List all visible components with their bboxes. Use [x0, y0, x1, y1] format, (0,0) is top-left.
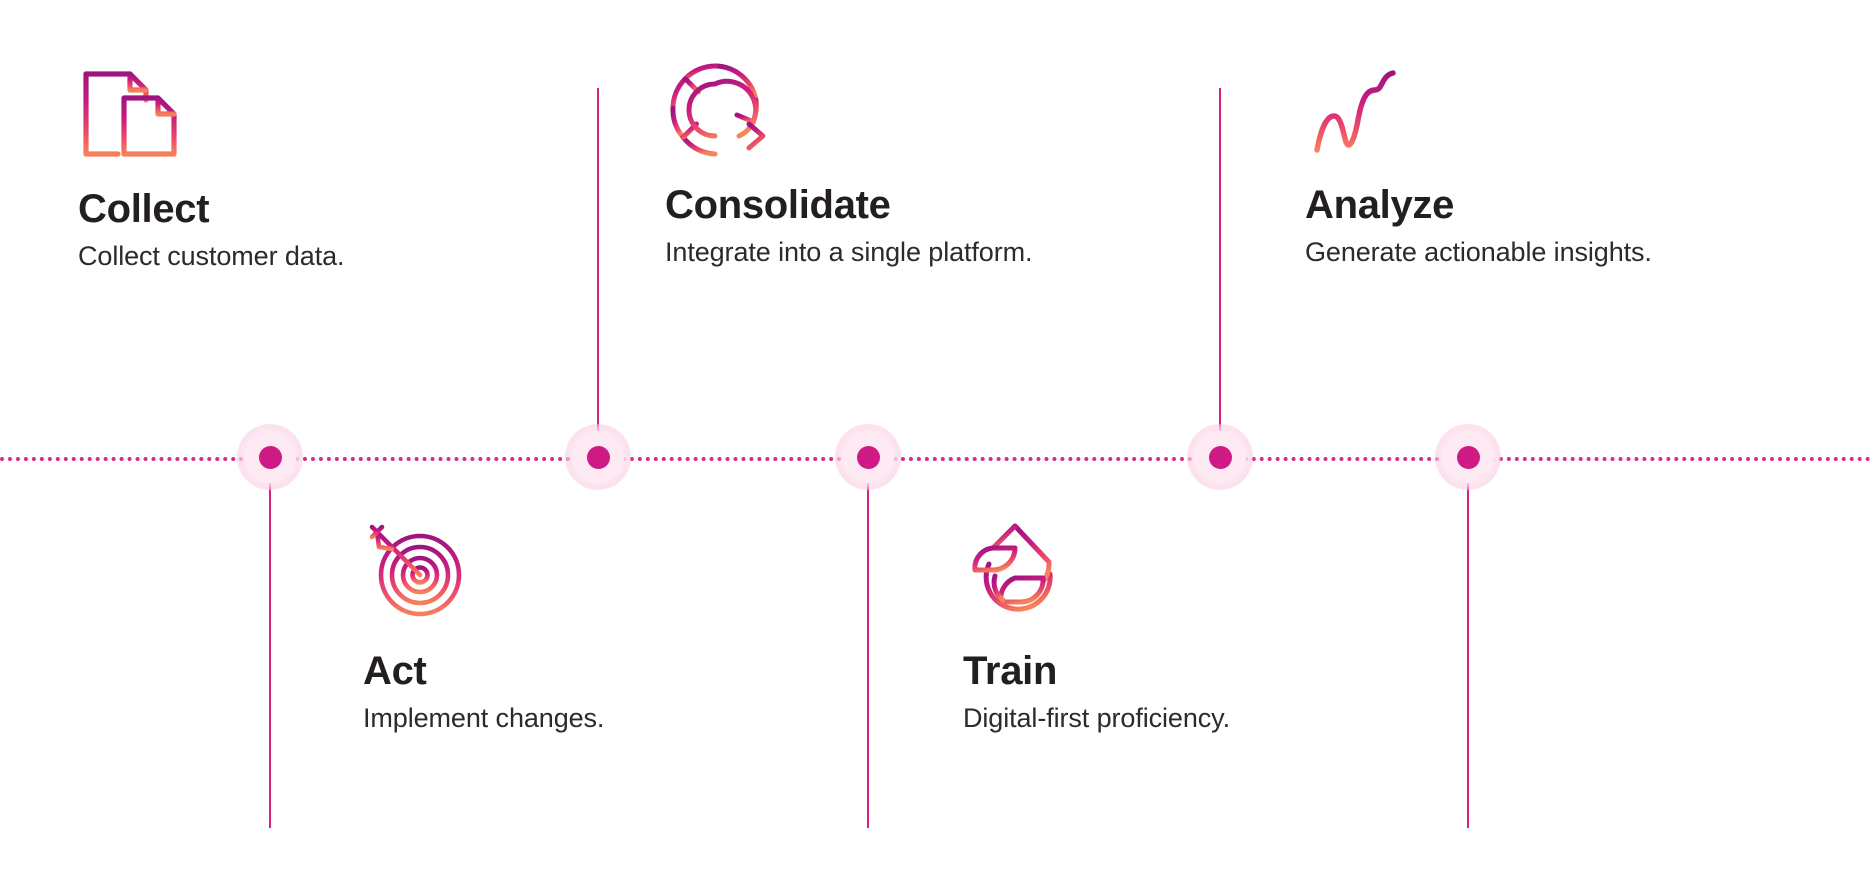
step-block-train[interactable]: Train Digital-first proficiency. — [963, 520, 1230, 734]
timeline-node-dot — [1456, 445, 1480, 469]
step-title: Train — [963, 649, 1058, 693]
step-description: Collect customer data. — [78, 241, 345, 271]
timeline-node-dot — [856, 445, 880, 469]
timeline-stem-collect — [269, 481, 271, 828]
timeline-stem-analyze — [1467, 481, 1469, 828]
timeline-node-dot — [258, 445, 282, 469]
documents-icon — [78, 62, 186, 166]
timeline-node-dot — [1208, 445, 1232, 469]
timeline-node-halo — [1194, 431, 1246, 483]
target-arrow-icon — [363, 520, 471, 624]
step-title: Consolidate — [665, 183, 891, 227]
timeline-node-analyze[interactable] — [1435, 424, 1501, 490]
timeline-stem-train — [1219, 88, 1221, 433]
step-block-consolidate[interactable]: Consolidate Integrate into a single plat… — [665, 58, 1033, 268]
timeline-node-dot — [586, 445, 610, 469]
timeline-node-train[interactable] — [1187, 424, 1253, 490]
step-title: Collect — [78, 187, 210, 231]
timeline-node-collect[interactable] — [237, 424, 303, 490]
step-title: Act — [363, 649, 427, 693]
step-block-analyze[interactable]: Analyze Generate actionable insights. — [1305, 58, 1652, 268]
timeline-node-halo — [572, 431, 624, 483]
step-title: Analyze — [1305, 183, 1455, 227]
timeline-stem-consolidate — [867, 481, 869, 828]
step-description: Digital-first proficiency. — [963, 703, 1230, 733]
step-description: Generate actionable insights. — [1305, 237, 1652, 267]
line-chart-icon — [1305, 58, 1413, 162]
step-description: Implement changes. — [363, 703, 605, 733]
timeline-node-consolidate[interactable] — [835, 424, 901, 490]
timeline-node-halo — [1442, 431, 1494, 483]
timeline-stem-act — [597, 88, 599, 433]
step-block-act[interactable]: Act Implement changes. — [363, 520, 604, 734]
timeline-axis — [0, 457, 1872, 461]
plant-sprout-icon — [963, 520, 1071, 624]
step-block-collect[interactable]: Collect Collect customer data. — [78, 62, 345, 272]
cycle-arrow-icon — [665, 58, 773, 162]
timeline-node-act[interactable] — [565, 424, 631, 490]
timeline-node-halo — [842, 431, 894, 483]
step-description: Integrate into a single platform. — [665, 237, 1033, 267]
timeline-node-halo — [244, 431, 296, 483]
